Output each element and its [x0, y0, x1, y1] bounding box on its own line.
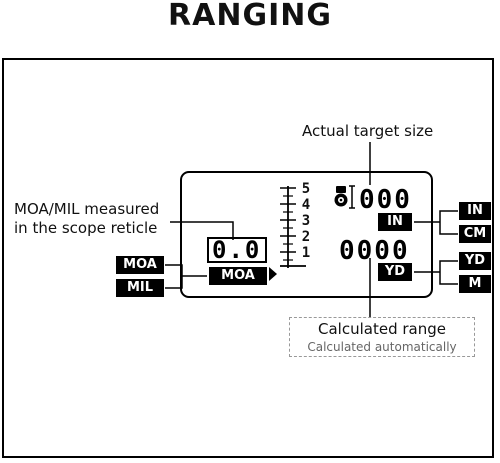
reticle-ruler-icon: [280, 186, 306, 268]
option-in-badge: IN: [459, 202, 491, 220]
option-cm-badge: CM: [459, 225, 491, 243]
range-readout: 0000: [339, 236, 410, 266]
page-title: RANGING: [168, 0, 332, 33]
reticle-readout: 0.0: [212, 236, 262, 264]
triangle-marker: [269, 267, 277, 281]
label-moa-mil-line2: in the scope reticle: [14, 219, 158, 237]
ruler-tick: 3: [301, 213, 311, 229]
device-screen: [180, 171, 433, 298]
option-mil-badge: MIL: [116, 279, 164, 297]
calculated-range-note: Calculated range Calculated automaticall…: [289, 317, 475, 357]
label-moa-mil-line1: MOA/MIL measured: [14, 200, 160, 218]
label-calculated-automatically: Calculated automatically: [307, 340, 457, 354]
option-moa-badge: MOA: [116, 256, 164, 274]
unit-angle-badge: MOA: [209, 267, 267, 285]
unit-range-badge: YD: [378, 263, 412, 281]
label-calculated-range: Calculated range: [318, 320, 446, 338]
target-size-readout: 000: [359, 185, 412, 215]
ruler-tick: 1: [301, 245, 311, 261]
diagram-frame: [2, 58, 494, 458]
ruler-tick: 2: [301, 229, 311, 245]
ruler-tick-labels: 5 4 3 2 1: [298, 181, 314, 261]
target-size-icon: [334, 185, 355, 209]
option-yd-badge: YD: [459, 252, 491, 270]
option-m-badge: M: [459, 275, 491, 293]
ruler-tick: 4: [301, 197, 311, 213]
ruler-tick: 5: [301, 181, 311, 197]
label-actual-target-size: Actual target size: [302, 122, 434, 140]
unit-size-badge: IN: [378, 213, 412, 231]
reticle-readout-box: [207, 237, 267, 263]
